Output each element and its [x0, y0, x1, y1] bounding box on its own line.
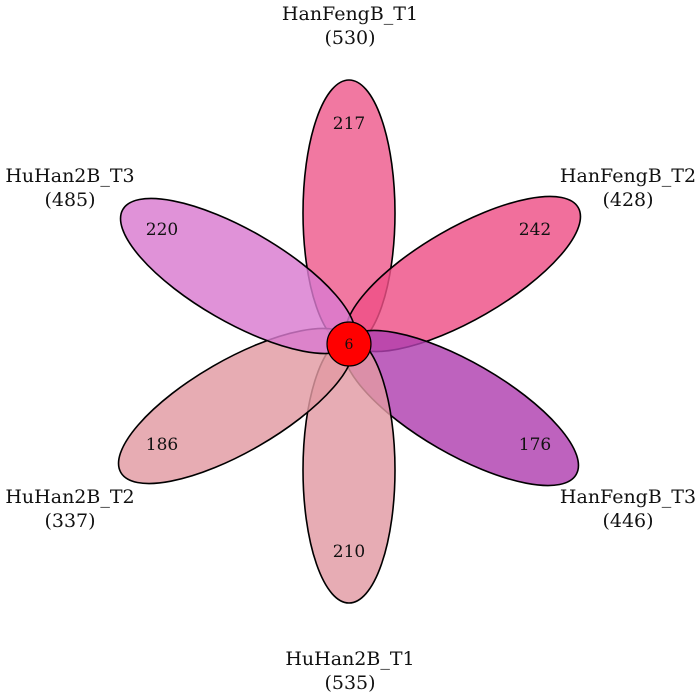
core-circle	[326, 321, 372, 367]
set-total-huhan2b-t1: (535)	[324, 672, 375, 694]
unique-count-hanfengb-t3: 176	[519, 435, 551, 455]
set-name-huhan2b-t2: HuHan2B_T2	[5, 486, 134, 508]
set-name-hanfengb-t2: HanFengB_T2	[560, 165, 696, 187]
unique-counts: 217 242 176 210 186 220	[146, 114, 551, 562]
unique-count-hanfengb-t2: 242	[519, 220, 551, 240]
set-total-huhan2b-t3: (485)	[44, 189, 95, 211]
set-total-hanfengb-t1: (530)	[324, 27, 375, 49]
set-total-hanfengb-t3: (446)	[602, 510, 653, 532]
core-count: 6	[345, 337, 354, 353]
unique-count-huhan2b-t1: 210	[333, 542, 365, 562]
set-name-huhan2b-t3: HuHan2B_T3	[5, 165, 134, 187]
set-total-hanfengb-t2: (428)	[602, 189, 653, 211]
unique-count-hanfengb-t1: 217	[333, 114, 365, 134]
unique-count-huhan2b-t2: 186	[146, 435, 178, 455]
unique-count-huhan2b-t3: 220	[146, 220, 178, 240]
set-name-hanfengb-t3: HanFengB_T3	[560, 486, 696, 508]
core-layer: 6	[326, 321, 372, 367]
set-total-huhan2b-t2: (337)	[44, 510, 95, 532]
set-name-hanfengb-t1: HanFengB_T1	[282, 3, 418, 25]
set-name-huhan2b-t1: HuHan2B_T1	[285, 648, 414, 670]
set-labels: HanFengB_T1 (530) HanFengB_T2 (428) HanF…	[5, 3, 696, 694]
